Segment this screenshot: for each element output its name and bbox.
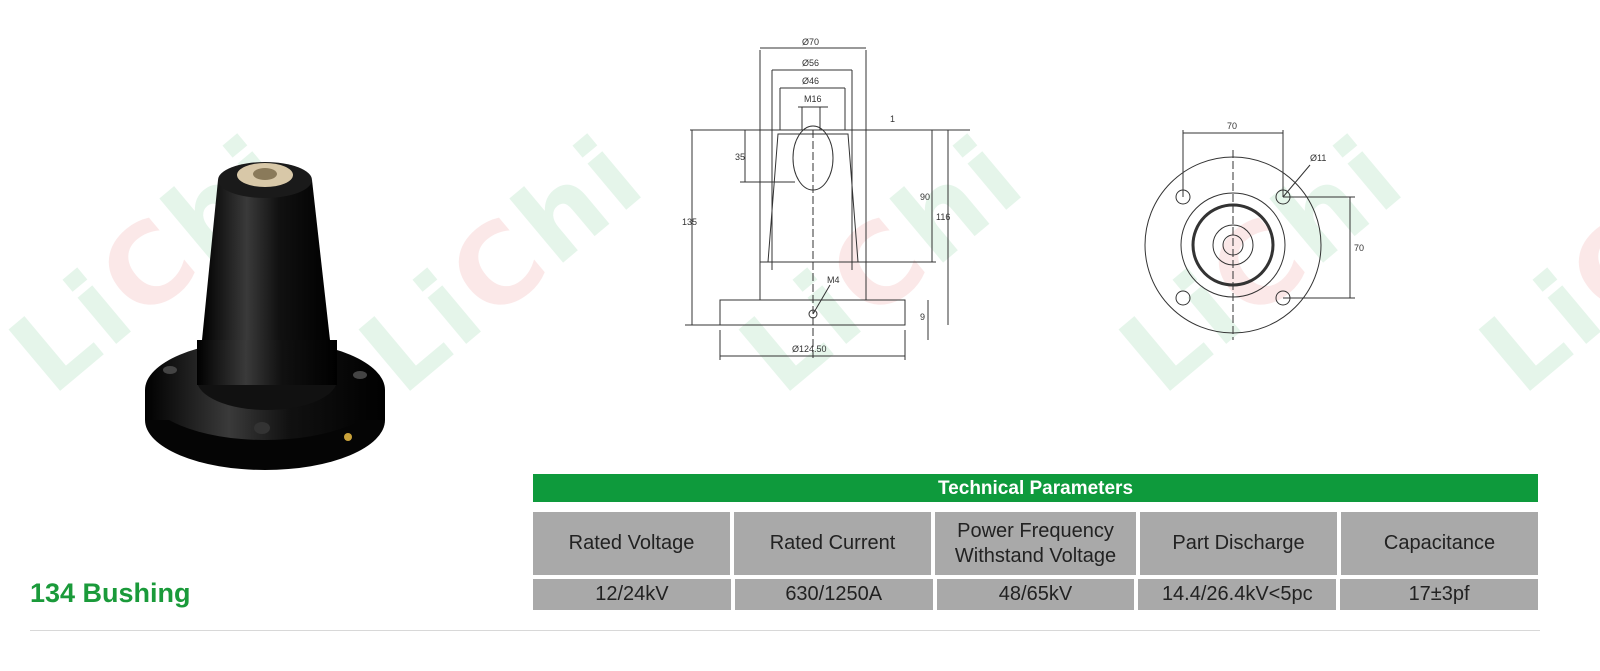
- dim-label: 116: [936, 212, 950, 222]
- dim-label: 9: [920, 312, 925, 322]
- dim-label: Ø46: [802, 76, 819, 86]
- dim-label: 70: [1227, 121, 1237, 131]
- value-cell: 17±3pf: [1340, 579, 1538, 610]
- header-cell: Capacitance: [1341, 512, 1538, 575]
- product-title: 134 Bushing: [30, 578, 191, 608]
- table-header-row: Rated Voltage Rated Current Power Freque…: [533, 512, 1538, 575]
- product-photo: [145, 162, 385, 470]
- watermark: LiChi: [1456, 190, 1600, 418]
- value-cell: 630/1250A: [734, 579, 933, 610]
- value-cell: 12/24kV: [533, 579, 731, 610]
- header-cell: Part Discharge: [1140, 512, 1337, 575]
- header-cell: Rated Current: [734, 512, 931, 575]
- header-cell: Rated Voltage: [533, 512, 730, 575]
- dim-label: Ø56: [802, 58, 819, 68]
- divider: [30, 630, 1540, 631]
- value-cell: 14.4/26.4kV<5pc: [1138, 579, 1337, 610]
- table-row: 12/24kV 630/1250A 48/65kV 14.4/26.4kV<5p…: [533, 579, 1538, 610]
- dim-label: Ø11: [1310, 153, 1326, 163]
- front-view-drawing: Ø70 Ø56 Ø46 M16 1 35 135 90 116 M4 9 Ø12…: [682, 37, 970, 360]
- value-cell: 48/65kV: [936, 579, 1135, 610]
- top-view-drawing: 70 Ø11 70: [1144, 121, 1364, 340]
- dim-label: 90: [920, 192, 930, 202]
- dim-label: 70: [1354, 243, 1364, 253]
- dim-label: M16: [804, 94, 822, 104]
- dim-label: M4: [827, 275, 840, 285]
- table-title: Technical Parameters: [533, 474, 1538, 502]
- dim-label: Ø70: [802, 37, 819, 47]
- header-cell: Power Frequency Withstand Voltage: [935, 512, 1136, 575]
- dim-label: Ø124.50: [792, 344, 827, 354]
- dim-label: 135: [682, 217, 697, 227]
- dim-label: 35: [735, 152, 745, 162]
- technical-parameters-table: Technical Parameters Rated Voltage Rated…: [533, 474, 1538, 610]
- dim-label: 1: [890, 114, 895, 124]
